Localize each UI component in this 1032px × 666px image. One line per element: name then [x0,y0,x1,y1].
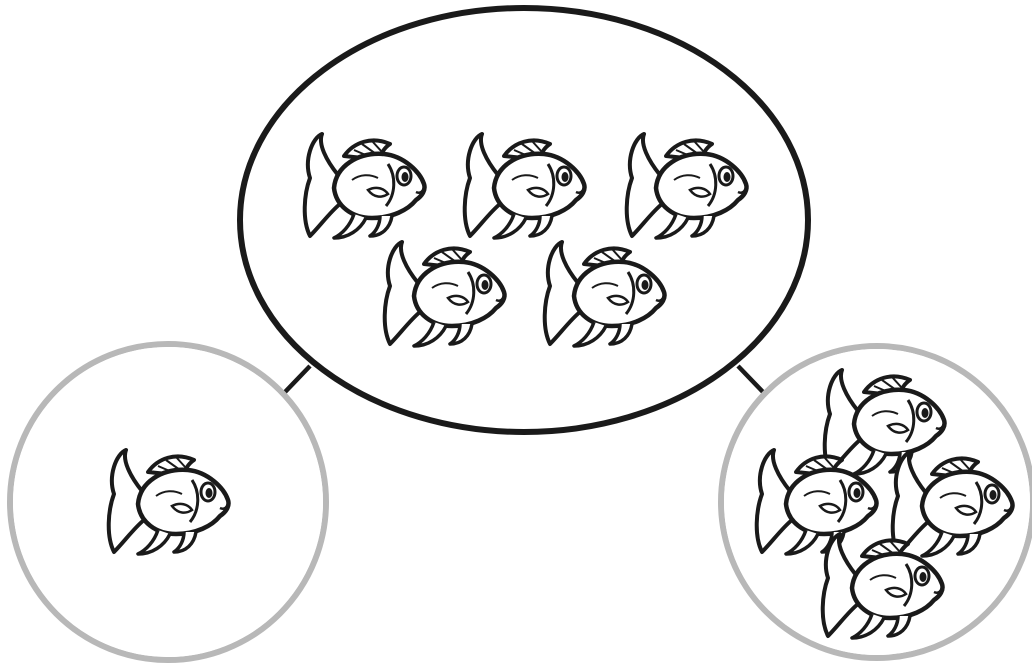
right-group [718,343,1032,661]
main-group [237,5,811,435]
left-group [7,341,329,663]
